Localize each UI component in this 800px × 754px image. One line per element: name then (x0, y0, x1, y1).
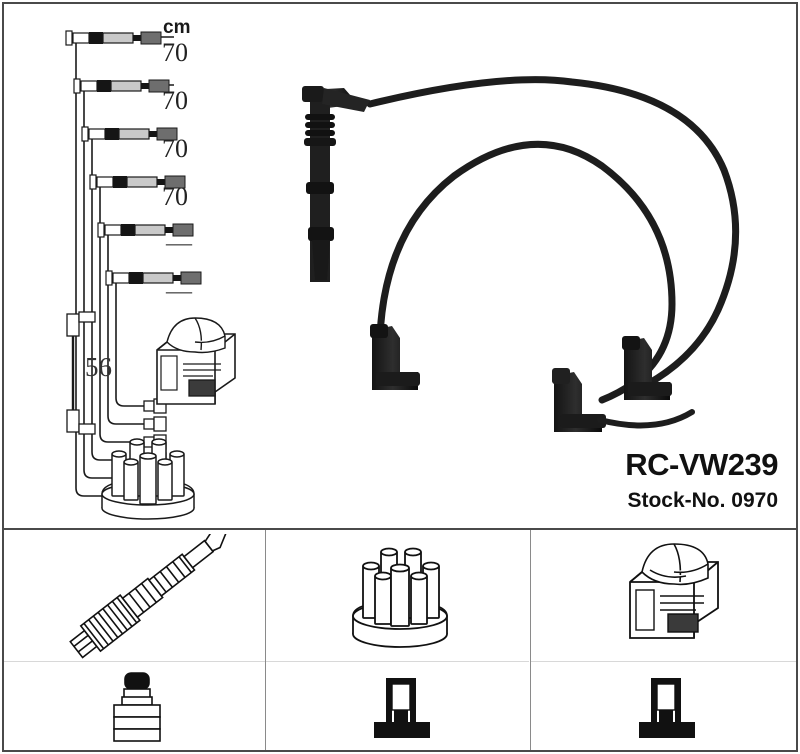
frame-border-bottom (2, 750, 798, 752)
panel-subdivider-middle (266, 661, 529, 662)
ignition-cable-set-photo (302, 76, 740, 432)
measurement-value-2: 70 (162, 86, 188, 115)
frame-border-top (2, 2, 798, 4)
measurement-value-3: 70 (162, 134, 188, 163)
distributor-cap-illustration (352, 547, 448, 648)
spark-plug-boot-long (302, 86, 370, 282)
distributor-cap-schematic (101, 438, 195, 520)
measurement-unit-header: cm (163, 17, 191, 38)
ignition-coil-terminal-illustration (639, 678, 695, 738)
product-code-title: RC-VW239 (625, 447, 778, 482)
distributor-cap-terminal-illustration (374, 678, 430, 738)
measurement-value-5: — (166, 228, 192, 257)
right-angle-boot-left (370, 324, 420, 390)
frame-border-right (796, 2, 798, 752)
spark-plug-illustration (69, 534, 228, 659)
measurement-value-6: — (166, 276, 192, 305)
frame-border-left (2, 2, 4, 752)
coil-lead-schematic (66, 311, 96, 435)
right-angle-boot-right-upper (622, 336, 672, 400)
right-angle-boot-right-lower (552, 368, 695, 432)
measurement-value-4: 70 (162, 182, 188, 211)
panel-divider-vertical-1 (265, 530, 266, 750)
ignition-coil-schematic (156, 317, 236, 405)
panel-divider-vertical-2 (530, 530, 531, 750)
ignition-coil-illustration (629, 543, 719, 639)
spark-plug-boot-connector-illustration (113, 672, 161, 742)
panel-divider-horizontal (2, 528, 798, 530)
coil-lead-length-label: 56 (85, 352, 112, 382)
panel-subdivider-left (4, 661, 265, 662)
stock-number-label: Stock-No. 0970 (627, 489, 778, 512)
measurement-value-1: 70 (162, 38, 188, 67)
panel-subdivider-right (531, 661, 796, 662)
